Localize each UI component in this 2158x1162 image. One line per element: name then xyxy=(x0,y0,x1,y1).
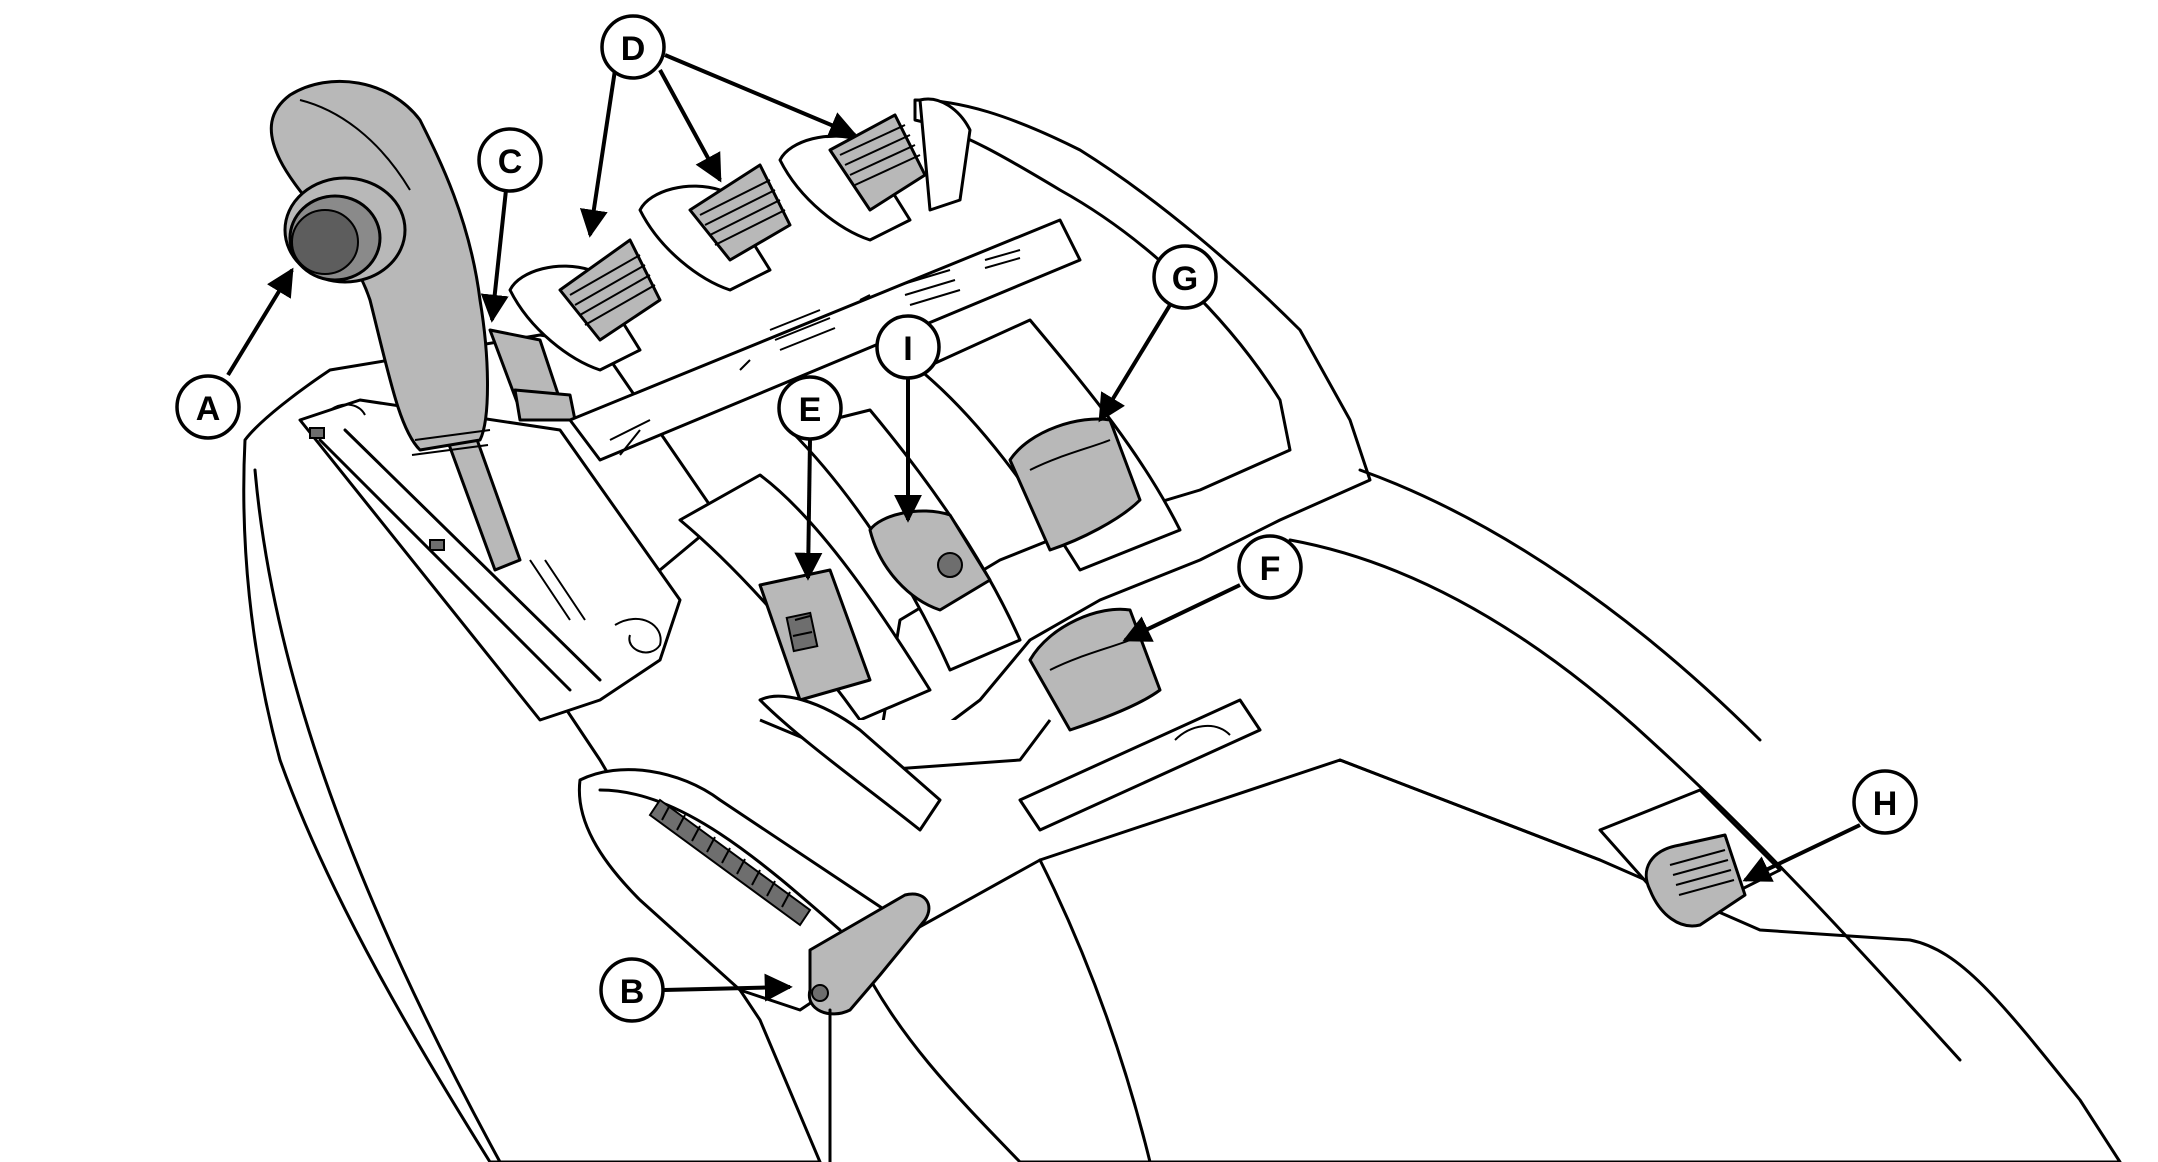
svg-text:B: B xyxy=(620,973,645,1011)
svg-text:I: I xyxy=(903,330,912,368)
decal-strip xyxy=(568,218,1082,462)
callout-g: G xyxy=(1152,244,1218,310)
svg-text:F: F xyxy=(1260,550,1281,588)
lever-button-c[interactable] xyxy=(488,328,577,422)
hydraulic-levers xyxy=(508,97,972,372)
throttle-track xyxy=(648,798,812,927)
hydraulic-lever-1[interactable] xyxy=(508,238,662,372)
shift-lever[interactable] xyxy=(269,79,522,572)
range-decals xyxy=(758,694,1262,832)
gate-marker-2 xyxy=(429,539,445,551)
callout-b: B xyxy=(599,957,665,1023)
control-lever-h[interactable] xyxy=(1598,788,1782,928)
callout-h: H xyxy=(1852,769,1918,835)
callout-i: I xyxy=(875,314,941,380)
callout-f: F xyxy=(1237,534,1303,600)
svg-text:H: H xyxy=(1873,785,1898,823)
hydraulic-lever-3[interactable] xyxy=(778,113,927,242)
gate-marker-1 xyxy=(309,427,325,439)
svg-text:C: C xyxy=(498,143,523,181)
svg-text:A: A xyxy=(196,390,221,428)
wrench-icon xyxy=(609,419,651,456)
throttle-lever[interactable] xyxy=(807,892,931,1162)
svg-text:D: D xyxy=(621,30,646,68)
callout-d: D xyxy=(600,14,666,80)
callout-e: E xyxy=(777,375,843,441)
lever-knob[interactable] xyxy=(283,176,407,284)
svg-text:G: G xyxy=(1172,260,1198,298)
svg-text:E: E xyxy=(799,391,822,429)
callout-c: C xyxy=(477,127,543,193)
control-button-i[interactable] xyxy=(868,509,992,612)
callouts: A B C D E F xyxy=(175,14,1918,1023)
range-indicator xyxy=(785,611,819,653)
hydraulic-lever-2[interactable] xyxy=(638,163,792,292)
callout-a: A xyxy=(175,374,241,440)
control-lever-g[interactable] xyxy=(1008,417,1142,552)
rabbit-icon xyxy=(329,403,366,416)
tractor-icon xyxy=(1174,724,1231,741)
snail-icon xyxy=(614,618,662,654)
console-body xyxy=(242,98,2122,1162)
